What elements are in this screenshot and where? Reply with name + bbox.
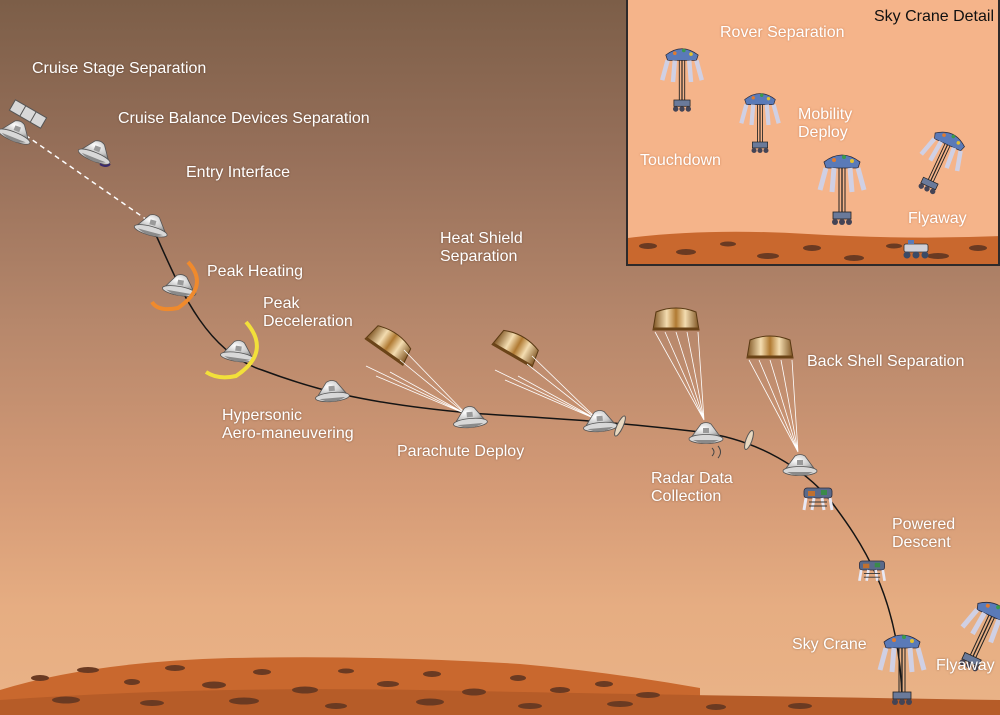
mobility-deploy-label: Mobility Deploy	[798, 106, 852, 142]
radar-data-collection-label: Radar Data Collection	[651, 470, 733, 506]
hypersonic-label: Hypersonic Aero-maneuvering	[222, 407, 354, 443]
capsule-chute-icon	[451, 404, 489, 430]
hypersonic-line1: Hypersonic	[222, 407, 303, 424]
descent-stage-icon	[802, 486, 834, 512]
heat-shield-separation-line2: Separation	[440, 248, 518, 265]
inset-scene	[628, 0, 998, 264]
sky-crane-label: Sky Crane	[792, 636, 867, 653]
parachute-icon-2	[490, 323, 545, 369]
heating-glow-icon	[150, 260, 199, 312]
parachute-icon	[363, 319, 417, 367]
inset-rocks	[639, 241, 987, 261]
powered-descent-label: Powered Descent	[892, 516, 955, 552]
back-shell-group	[745, 334, 834, 512]
radar-line2: Collection	[651, 488, 722, 505]
touchdown-label: Touchdown	[640, 152, 721, 169]
back-shell-icon	[782, 454, 818, 476]
sky-crane-icon	[880, 635, 924, 705]
inset-rover-separation-icon	[662, 49, 702, 112]
flyaway-label: Flyaway	[936, 657, 995, 674]
cruise-trajectory	[17, 129, 151, 223]
rover-separation-label: Rover Separation	[720, 24, 845, 41]
cruise-balance-devices-separation-label: Cruise Balance Devices Separation	[118, 110, 370, 127]
peak-deceleration-line2: Deceleration	[263, 313, 353, 330]
powered-descent-icon	[858, 559, 886, 583]
cruise-stage-separation-label: Cruise Stage Separation	[32, 60, 207, 77]
cruise-stage-icon	[8, 99, 48, 129]
inset-flyaway-icon	[908, 126, 971, 200]
balance-mass-icon	[99, 163, 111, 167]
heat-shield-separation-group	[490, 323, 626, 437]
entry-trajectory	[149, 221, 903, 701]
mars-ground	[0, 689, 1000, 715]
parachute-icon-4	[745, 334, 795, 360]
back-shell-separation-label: Back Shell Separation	[807, 353, 965, 370]
radar-group	[651, 306, 754, 459]
radar-waves-icon	[711, 445, 721, 459]
heat-shield-separation-label: Heat Shield Separation	[440, 230, 523, 266]
mobility-deploy-line2: Deploy	[798, 124, 848, 141]
heat-shield-icon	[614, 415, 626, 437]
deceleration-glow-icon	[204, 320, 259, 380]
entry-interface-label: Entry Interface	[186, 164, 291, 181]
radar-line1: Radar Data	[651, 470, 733, 487]
inset-title: Sky Crane Detail	[873, 8, 994, 25]
capsule-balance-icon	[76, 134, 117, 168]
hypersonic-line2: Aero-maneuvering	[222, 425, 354, 442]
sky-crane-detail-inset: Sky Crane Detail Rover Separation Mobili…	[626, 0, 1000, 266]
peak-deceleration-line1: Peak	[263, 295, 300, 312]
inset-touchdown-crane-icon	[820, 155, 864, 225]
peak-deceleration-label: Peak Deceleration	[263, 295, 353, 331]
parachute-icon-3	[651, 306, 701, 332]
rock-field	[31, 665, 812, 710]
heat-shield-separation-line1: Heat Shield	[440, 230, 523, 247]
inset-mobility-deploy-icon	[741, 94, 778, 154]
parachute-deploy-label: Parachute Deploy	[397, 443, 525, 460]
parachute-deploy-group	[363, 319, 489, 430]
powered-descent-line2: Descent	[892, 534, 951, 551]
capsule-radar-icon	[688, 422, 724, 444]
heat-shield-icon-2	[744, 430, 754, 450]
powered-descent-line1: Powered	[892, 516, 956, 533]
capsule-hypersonic-icon	[313, 378, 351, 404]
mobility-deploy-line1: Mobility	[798, 106, 853, 123]
peak-heating-label: Peak Heating	[207, 263, 304, 280]
inset-flyaway-label: Flyaway	[908, 210, 967, 227]
